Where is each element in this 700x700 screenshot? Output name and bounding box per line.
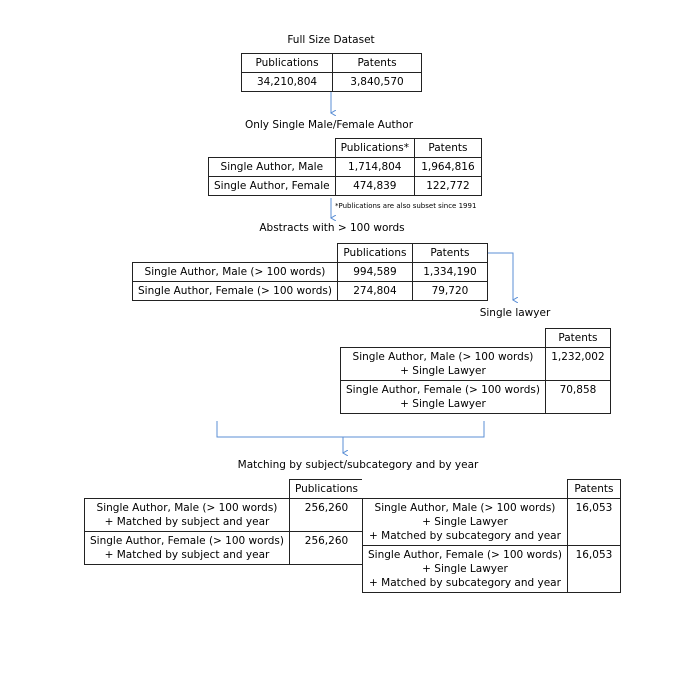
table-row: Single Author, Female (> 100 words) + Si… xyxy=(340,380,611,414)
stage5-patents-table: Patents Single Author, Male (> 100 words… xyxy=(362,479,621,593)
stage5-pat-row-label: Single Author, Female (> 100 words) + Si… xyxy=(362,545,568,593)
table-row: Single Author, Male (> 100 words) + Sing… xyxy=(362,498,621,546)
stage4-row-patents: 70,858 xyxy=(544,380,611,414)
stage4-row-label: Single Author, Male (> 100 words) + Sing… xyxy=(340,347,546,381)
stage1-table: Publications Patents 34,210,804 3,840,57… xyxy=(241,53,422,92)
stage4-row-label-line2: + Single Lawyer xyxy=(400,398,486,410)
stage2-table: Publications* Patents Single Author, Mal… xyxy=(208,138,482,196)
stage3-row-label: Single Author, Male (> 100 words) xyxy=(132,262,338,282)
stage3-title: Abstracts with > 100 words xyxy=(259,222,405,234)
stage5-pub-row-label-line2: + Matched by subject and year xyxy=(104,516,270,528)
stage1-col-patents: Patents xyxy=(332,53,422,73)
stage2-col-patents: Patents xyxy=(413,138,482,158)
stage5-publications-table: Publications Single Author, Male (> 100 … xyxy=(84,479,365,565)
stage5-pat-row-label-line1: Single Author, Female (> 100 words) xyxy=(368,549,562,561)
stage1-title: Full Size Dataset xyxy=(287,34,375,46)
stage5-col-patents: Patents xyxy=(566,479,621,499)
table-row: Single Author, Male (> 100 words) + Sing… xyxy=(340,347,611,381)
table-row: Single Author, Female (> 100 words) + Si… xyxy=(362,545,621,593)
stage5-col-publications: Publications xyxy=(288,479,365,499)
stage3-table: Publications Patents Single Author, Male… xyxy=(132,243,488,301)
stage5-pub-row-value: 256,260 xyxy=(288,531,365,565)
stage2-row-label: Single Author, Male xyxy=(208,157,336,177)
stage2-row-publications: 474,839 xyxy=(334,176,415,196)
stage1-col-publications: Publications xyxy=(241,53,333,73)
stage5-pat-row-label-line3: + Matched by subcategory and year xyxy=(369,577,561,589)
stage5-pat-row-label: Single Author, Male (> 100 words) + Sing… xyxy=(362,498,568,546)
stage5-pat-row-label-line2: + Single Lawyer xyxy=(422,516,508,528)
stage4-title: Single lawyer xyxy=(479,307,551,319)
stage5-pat-row-label-line1: Single Author, Male (> 100 words) xyxy=(374,502,556,514)
stage3-row-patents: 79,720 xyxy=(411,281,488,301)
stage4-row-patents: 1,232,002 xyxy=(544,347,611,381)
table-row: Single Author, Male (> 100 words) + Matc… xyxy=(84,498,365,532)
stage4-col-patents: Patents xyxy=(544,328,611,348)
stage2-row-label: Single Author, Female xyxy=(208,176,336,196)
stage1-publications-value: 34,210,804 xyxy=(241,72,333,92)
stage5-pat-corner xyxy=(362,479,568,499)
stage4-row-label-line1: Single Author, Male (> 100 words) xyxy=(352,351,534,363)
stage5-pub-row-label-line1: Single Author, Male (> 100 words) xyxy=(96,502,278,514)
stage2-footnote: *Publications are also subset since 1991 xyxy=(335,202,477,210)
stage3-row-label: Single Author, Female (> 100 words) xyxy=(132,281,338,301)
merge-bracket xyxy=(216,421,485,453)
stage3-row-patents: 1,334,190 xyxy=(411,262,488,282)
stage3-col-publications: Publications xyxy=(336,243,413,263)
stage5-pub-corner xyxy=(84,479,290,499)
stage5-pat-row-value: 16,053 xyxy=(566,545,621,593)
stage2-title: Only Single Male/Female Author xyxy=(244,119,414,131)
stage5-pub-row-label-line2: + Matched by subject and year xyxy=(104,549,270,561)
stage4-table: Patents Single Author, Male (> 100 words… xyxy=(340,328,611,414)
stage3-col-patents: Patents xyxy=(411,243,488,263)
stage2-corner xyxy=(208,138,336,158)
table-row: Single Author, Female (> 100 words) 274,… xyxy=(132,281,488,301)
stage2-row-patents: 1,964,816 xyxy=(413,157,482,177)
stage2-col-publications: Publications* xyxy=(334,138,415,158)
stage5-pub-row-label: Single Author, Male (> 100 words) + Matc… xyxy=(84,498,290,532)
stage5-pat-row-value: 16,053 xyxy=(566,498,621,546)
table-row: Single Author, Female (> 100 words) + Ma… xyxy=(84,531,365,565)
stage5-pub-row-label-line1: Single Author, Female (> 100 words) xyxy=(90,535,284,547)
stage1-patents-value: 3,840,570 xyxy=(332,72,422,92)
stage4-corner xyxy=(340,328,546,348)
stage4-row-label-line2: + Single Lawyer xyxy=(400,365,486,377)
table-row: Single Author, Male 1,714,804 1,964,816 xyxy=(208,157,482,177)
stage2-row-patents: 122,772 xyxy=(413,176,482,196)
table-row: Single Author, Female 474,839 122,772 xyxy=(208,176,482,196)
stage4-row-label-line1: Single Author, Female (> 100 words) xyxy=(346,384,540,396)
stage3-row-publications: 994,589 xyxy=(336,262,413,282)
stage5-pat-row-label-line2: + Single Lawyer xyxy=(422,563,508,575)
stage5-title: Matching by subject/subcategory and by y… xyxy=(237,459,479,471)
stage2-row-publications: 1,714,804 xyxy=(334,157,415,177)
table-row: Single Author, Male (> 100 words) 994,58… xyxy=(132,262,488,282)
stage5-pub-row-label: Single Author, Female (> 100 words) + Ma… xyxy=(84,531,290,565)
stage3-row-publications: 274,804 xyxy=(336,281,413,301)
stage5-pub-row-value: 256,260 xyxy=(288,498,365,532)
arrow-stage3-to-stage4 xyxy=(480,252,513,300)
stage3-corner xyxy=(132,243,338,263)
stage4-row-label: Single Author, Female (> 100 words) + Si… xyxy=(340,380,546,414)
stage5-pat-row-label-line3: + Matched by subcategory and year xyxy=(369,530,561,542)
